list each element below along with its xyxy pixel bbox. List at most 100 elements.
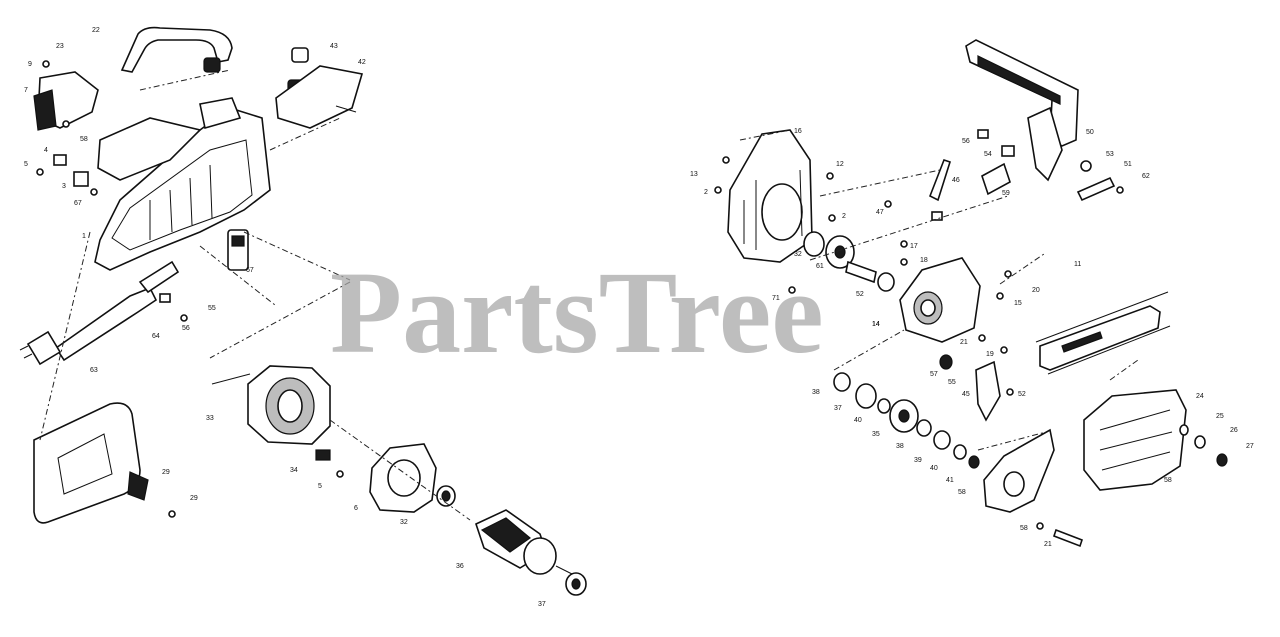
screw-icon[interactable] — [42, 60, 50, 68]
callout-label: 29 — [190, 495, 198, 502]
bushing[interactable] — [977, 129, 989, 139]
long-screw[interactable] — [1052, 528, 1084, 548]
screw-icon[interactable] — [826, 172, 834, 180]
power-cord — [54, 286, 158, 362]
rear-handle-latch[interactable] — [127, 471, 149, 501]
bushing[interactable] — [1001, 145, 1015, 157]
washer[interactable] — [953, 444, 967, 460]
screw-icon[interactable] — [1000, 346, 1008, 354]
retaining-ring[interactable] — [968, 455, 980, 469]
screw-icon[interactable] — [722, 156, 730, 164]
callout-label: 52 — [856, 291, 864, 298]
screw-icon[interactable] — [978, 334, 986, 342]
terminal-block[interactable] — [53, 154, 67, 166]
saw-chain[interactable] — [1035, 291, 1171, 375]
screw-icon[interactable] — [1036, 522, 1044, 530]
callout-label: 64 — [152, 333, 160, 340]
callout-label: 12 — [836, 161, 844, 168]
oil-pump-lever[interactable] — [928, 159, 951, 202]
drive-shaft[interactable] — [845, 260, 877, 284]
brush-holder[interactable] — [73, 171, 89, 187]
coil-lead — [211, 373, 251, 385]
power-plug[interactable] — [26, 330, 62, 366]
bushing[interactable] — [931, 211, 943, 221]
assembly-line — [977, 431, 1047, 451]
chain-cover-nut[interactable] — [1216, 453, 1228, 467]
callout-label: 4 — [44, 147, 48, 154]
guard-pivot-block[interactable] — [1027, 106, 1063, 182]
washer[interactable] — [1080, 160, 1092, 172]
callout-label: 58 — [1164, 477, 1172, 484]
spring-washer[interactable] — [833, 372, 851, 392]
rear-boss[interactable] — [199, 97, 242, 130]
oil-tank[interactable] — [275, 65, 364, 129]
callout-label: 5 — [318, 483, 322, 490]
callout-label: 38 — [812, 389, 820, 396]
switch-button[interactable] — [231, 235, 245, 247]
screw-icon[interactable] — [900, 258, 908, 266]
screw-icon[interactable] — [828, 214, 836, 222]
screw-icon[interactable] — [1006, 388, 1014, 396]
callout-layer: 22 23 9 7 43 42 58 5 4 3 67 1 67 55 56 6… — [24, 27, 1254, 608]
handle-grip-cap[interactable] — [203, 57, 221, 73]
sprocket-cover[interactable] — [983, 428, 1055, 513]
callout-label: 3 — [62, 183, 66, 190]
callout-label: 16 — [794, 128, 802, 135]
screw-icon[interactable] — [36, 168, 44, 176]
callout-label: 11 — [1074, 261, 1081, 268]
screw-icon[interactable] — [900, 240, 908, 248]
callout-label: 24 — [1196, 393, 1204, 400]
callout-label: 42 — [358, 59, 366, 66]
cord-clamp[interactable] — [159, 293, 171, 303]
screw-icon[interactable] — [90, 188, 98, 196]
oil-cap-knob[interactable] — [291, 47, 309, 63]
assembly-line — [1109, 359, 1139, 381]
clutch-hub[interactable] — [855, 383, 877, 409]
callout-label: 20 — [1032, 287, 1040, 294]
bearing[interactable] — [877, 398, 891, 414]
washer[interactable] — [933, 430, 951, 450]
callout-label: 37 — [834, 405, 842, 412]
callout-label: 39 — [914, 457, 922, 464]
rear-handle[interactable] — [33, 402, 141, 524]
callout-label: 36 — [456, 563, 464, 570]
rear-handle-opening — [57, 433, 113, 495]
washer[interactable] — [939, 354, 953, 370]
callout-label: 63 — [90, 367, 98, 374]
screw-icon[interactable] — [1116, 186, 1124, 194]
screw-icon[interactable] — [884, 200, 892, 208]
callout-label: 35 — [872, 431, 880, 438]
callout-label: 26 — [1230, 427, 1238, 434]
chain-cover[interactable] — [1083, 389, 1187, 491]
assembly-line — [139, 69, 231, 91]
screw-icon[interactable] — [714, 186, 722, 194]
screw-icon[interactable] — [1004, 270, 1012, 278]
bearing[interactable] — [877, 272, 895, 292]
washer[interactable] — [1179, 424, 1189, 436]
callout-label: 58 — [958, 489, 966, 496]
cord-strain-relief[interactable] — [138, 260, 180, 294]
screw-icon[interactable] — [180, 314, 188, 322]
brake-spring[interactable] — [981, 162, 1011, 196]
screw-icon[interactable] — [62, 120, 70, 128]
callout-label: 6 — [354, 505, 358, 512]
housing-ribs — [149, 164, 213, 240]
chain-tensioner[interactable] — [975, 360, 1001, 422]
washer[interactable] — [916, 419, 932, 437]
screw-icon[interactable] — [168, 510, 176, 518]
assembly-line — [269, 117, 341, 151]
motor-cover-block[interactable] — [97, 117, 202, 181]
screw-icon[interactable] — [996, 292, 1004, 300]
screw-icon[interactable] — [788, 286, 796, 294]
armature-fan[interactable] — [523, 537, 557, 575]
brake-link[interactable] — [1076, 176, 1116, 202]
washer[interactable] — [1194, 435, 1206, 449]
carbon-brush[interactable] — [315, 449, 331, 461]
callout-label: 58 — [1020, 525, 1028, 532]
pinion-gear[interactable] — [803, 231, 825, 257]
screw-icon[interactable] — [336, 470, 344, 478]
callout-label: 23 — [56, 43, 64, 50]
oil-tube — [335, 105, 357, 113]
guide-bar-slot — [1061, 331, 1103, 353]
armature-shaft — [555, 565, 573, 575]
